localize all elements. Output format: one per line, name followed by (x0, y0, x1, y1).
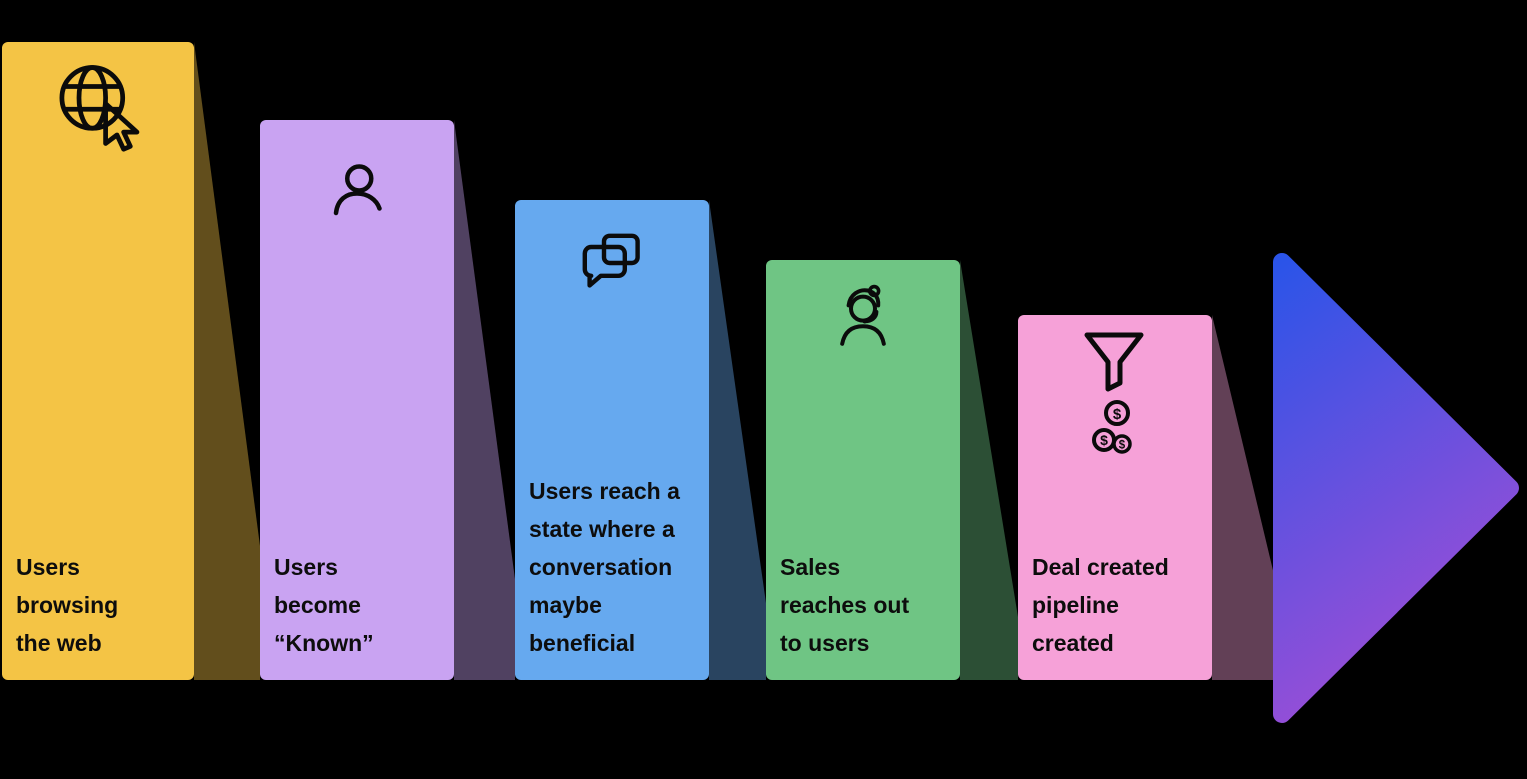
funnel-money-icon: $ $ $ (1075, 329, 1155, 469)
support-agent-icon (823, 283, 903, 363)
user-icon (320, 156, 395, 231)
dollar-glyph: $ (1100, 432, 1108, 448)
stage-shadow-1 (194, 42, 260, 680)
stage-label: Users become “Known” (274, 554, 374, 656)
globe-cursor-icon (51, 58, 146, 153)
stage-label: Sales reaches out to users (780, 554, 910, 656)
stage-shadow-5 (1212, 315, 1280, 680)
stage-label: Users browsing the web (16, 554, 119, 656)
stage-shadow-3 (709, 200, 766, 680)
stage-shadow-4 (960, 260, 1018, 680)
stage-bar-deal-created: $ $ $ Deal created pipeline created (1018, 315, 1212, 680)
forward-arrow-icon (1273, 253, 1519, 723)
stage-label: Users reach a state where a conversation… (529, 478, 680, 656)
dollar-glyph: $ (1119, 440, 1126, 452)
stage-bar-known: Users become “Known” (260, 120, 454, 680)
stage-bar-sales-outreach: Sales reaches out to users (766, 260, 960, 680)
dollar-glyph: $ (1113, 406, 1122, 423)
stage-shadow-2 (454, 120, 515, 680)
chat-bubbles-icon (572, 223, 652, 303)
stage-bar-browsing: Users browsing the web (2, 42, 194, 680)
stage-label: Deal created pipeline created (1032, 554, 1169, 656)
stage-bar-conversation: Users reach a state where a conversation… (515, 200, 709, 680)
